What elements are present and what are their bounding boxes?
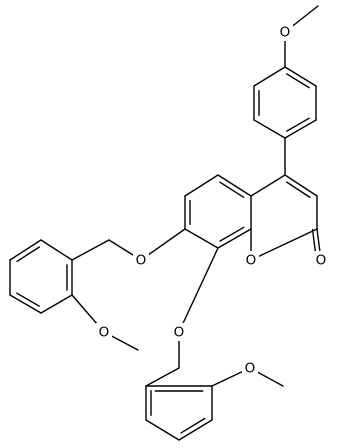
bond	[217, 174, 252, 197]
bond	[284, 174, 318, 197]
bond	[9, 239, 42, 261]
bond	[286, 73, 310, 89]
bond	[71, 239, 110, 261]
bond	[16, 292, 40, 307]
atom-o-carbonyl: O	[313, 251, 329, 269]
svg-text:O: O	[245, 361, 256, 377]
bond	[286, 117, 310, 132]
bond	[253, 66, 286, 87]
bond	[40, 239, 73, 261]
bond	[284, 66, 317, 87]
atom-o-middle-ether: O	[171, 323, 187, 341]
bond	[219, 181, 245, 198]
bond	[219, 226, 245, 242]
atom-o-left-ether: O	[133, 251, 149, 269]
svg-text:O: O	[280, 25, 291, 41]
bond	[250, 228, 318, 261]
atom-o-ring: O	[243, 251, 259, 269]
bond	[184, 174, 219, 197]
bond	[217, 228, 252, 249]
bond	[284, 119, 317, 139]
bond	[286, 181, 311, 198]
bond	[40, 294, 73, 314]
bond	[250, 174, 286, 197]
atom-o-top-methoxy: O	[277, 23, 293, 41]
bond-layer	[9, 5, 322, 441]
bond	[9, 294, 42, 314]
bond	[253, 119, 286, 139]
bond	[16, 246, 41, 263]
bond	[145, 367, 180, 387]
svg-text:O: O	[136, 253, 147, 269]
bond	[145, 419, 180, 441]
svg-text:O: O	[99, 325, 110, 341]
atom-o-left-methoxy: O	[96, 323, 112, 341]
svg-text:O: O	[316, 253, 327, 269]
atom-label-layer: O O O O O O O	[96, 23, 329, 377]
bond	[180, 417, 206, 434]
atom-o-bottom-methoxy: O	[242, 359, 258, 377]
svg-text:O: O	[246, 253, 257, 269]
svg-text:O: O	[174, 325, 185, 341]
bond	[178, 247, 219, 333]
bond	[178, 419, 213, 441]
bond	[184, 228, 219, 249]
